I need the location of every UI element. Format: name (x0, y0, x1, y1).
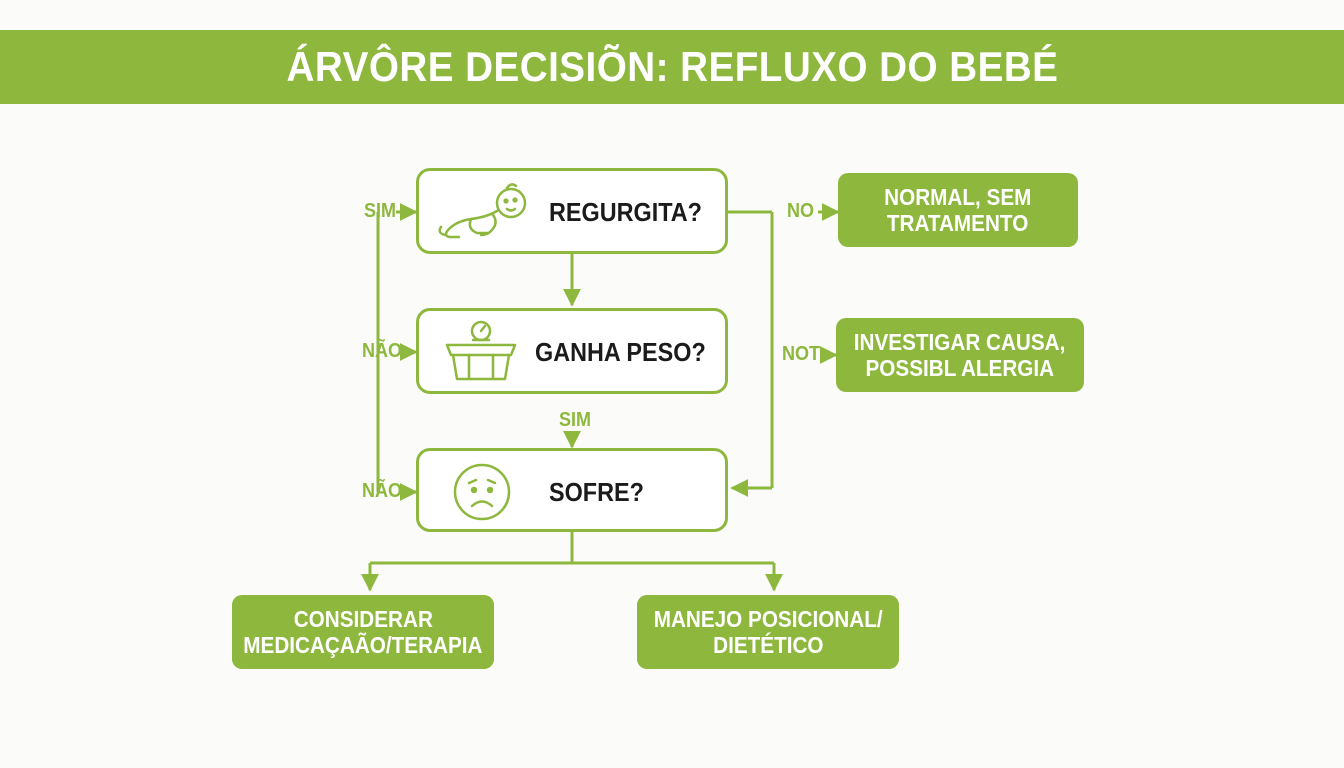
outcome-investigar-line1: INVESTIGAR CAUSA, (854, 328, 1066, 355)
outcome-manejo: MANEJO POSICIONAL/ DIETÉTICO (637, 595, 899, 669)
outcome-normal-line1: NORMAL, SEM (884, 183, 1032, 210)
outcome-investigar: INVESTIGAR CAUSA, POSSIBL ALERGIA (836, 318, 1084, 392)
label-left-nao-1: NÃO (362, 340, 403, 362)
outcome-considerar-line1: CONSIDERAR (293, 605, 433, 632)
title-banner: ÁRVÔRE DECISIÕN: REFLUXO DO BEBÉ (0, 30, 1344, 104)
outcome-manejo-line1: MANEJO POSICIONAL/ (653, 605, 883, 632)
outcome-manejo-line2: DIETÉTICO (712, 632, 824, 658)
page-title: ÁRVÔRE DECISIÕN: REFLUXO DO BEBÉ (286, 43, 1058, 90)
outcome-normal: NORMAL, SEM TRATAMENTO (838, 173, 1078, 247)
outcome-investigar-line2: POSSIBL ALERGIA (865, 355, 1055, 381)
question-ganha-peso: GANHA PESO? (416, 308, 728, 394)
outcome-considerar-line2: MEDICAÇAÃO/TERAPIA (243, 632, 483, 658)
question-ganha-peso-text: GANHA PESO? (535, 337, 706, 367)
label-center-sim: SIM (559, 409, 592, 431)
question-regurgita-text: REGURGITA? (549, 197, 702, 227)
sad-face-icon (453, 463, 511, 521)
outcome-considerar: CONSIDERAR MEDICAÇAÃO/TERAPIA (232, 595, 494, 669)
scale-icon (445, 320, 517, 381)
question-regurgita: REGURGITA? (416, 168, 728, 254)
question-sofre-text: SOFRE? (549, 477, 644, 507)
label-right-not: NOT (782, 343, 820, 365)
label-left-sim: SIM (364, 200, 397, 222)
baby-icon (438, 183, 527, 239)
outcome-normal-line2: TRATAMENTO (887, 210, 1029, 236)
label-right-no: NO (787, 200, 814, 222)
label-left-nao-2: NÃO (362, 480, 403, 502)
question-sofre: SOFRE? (416, 448, 728, 532)
